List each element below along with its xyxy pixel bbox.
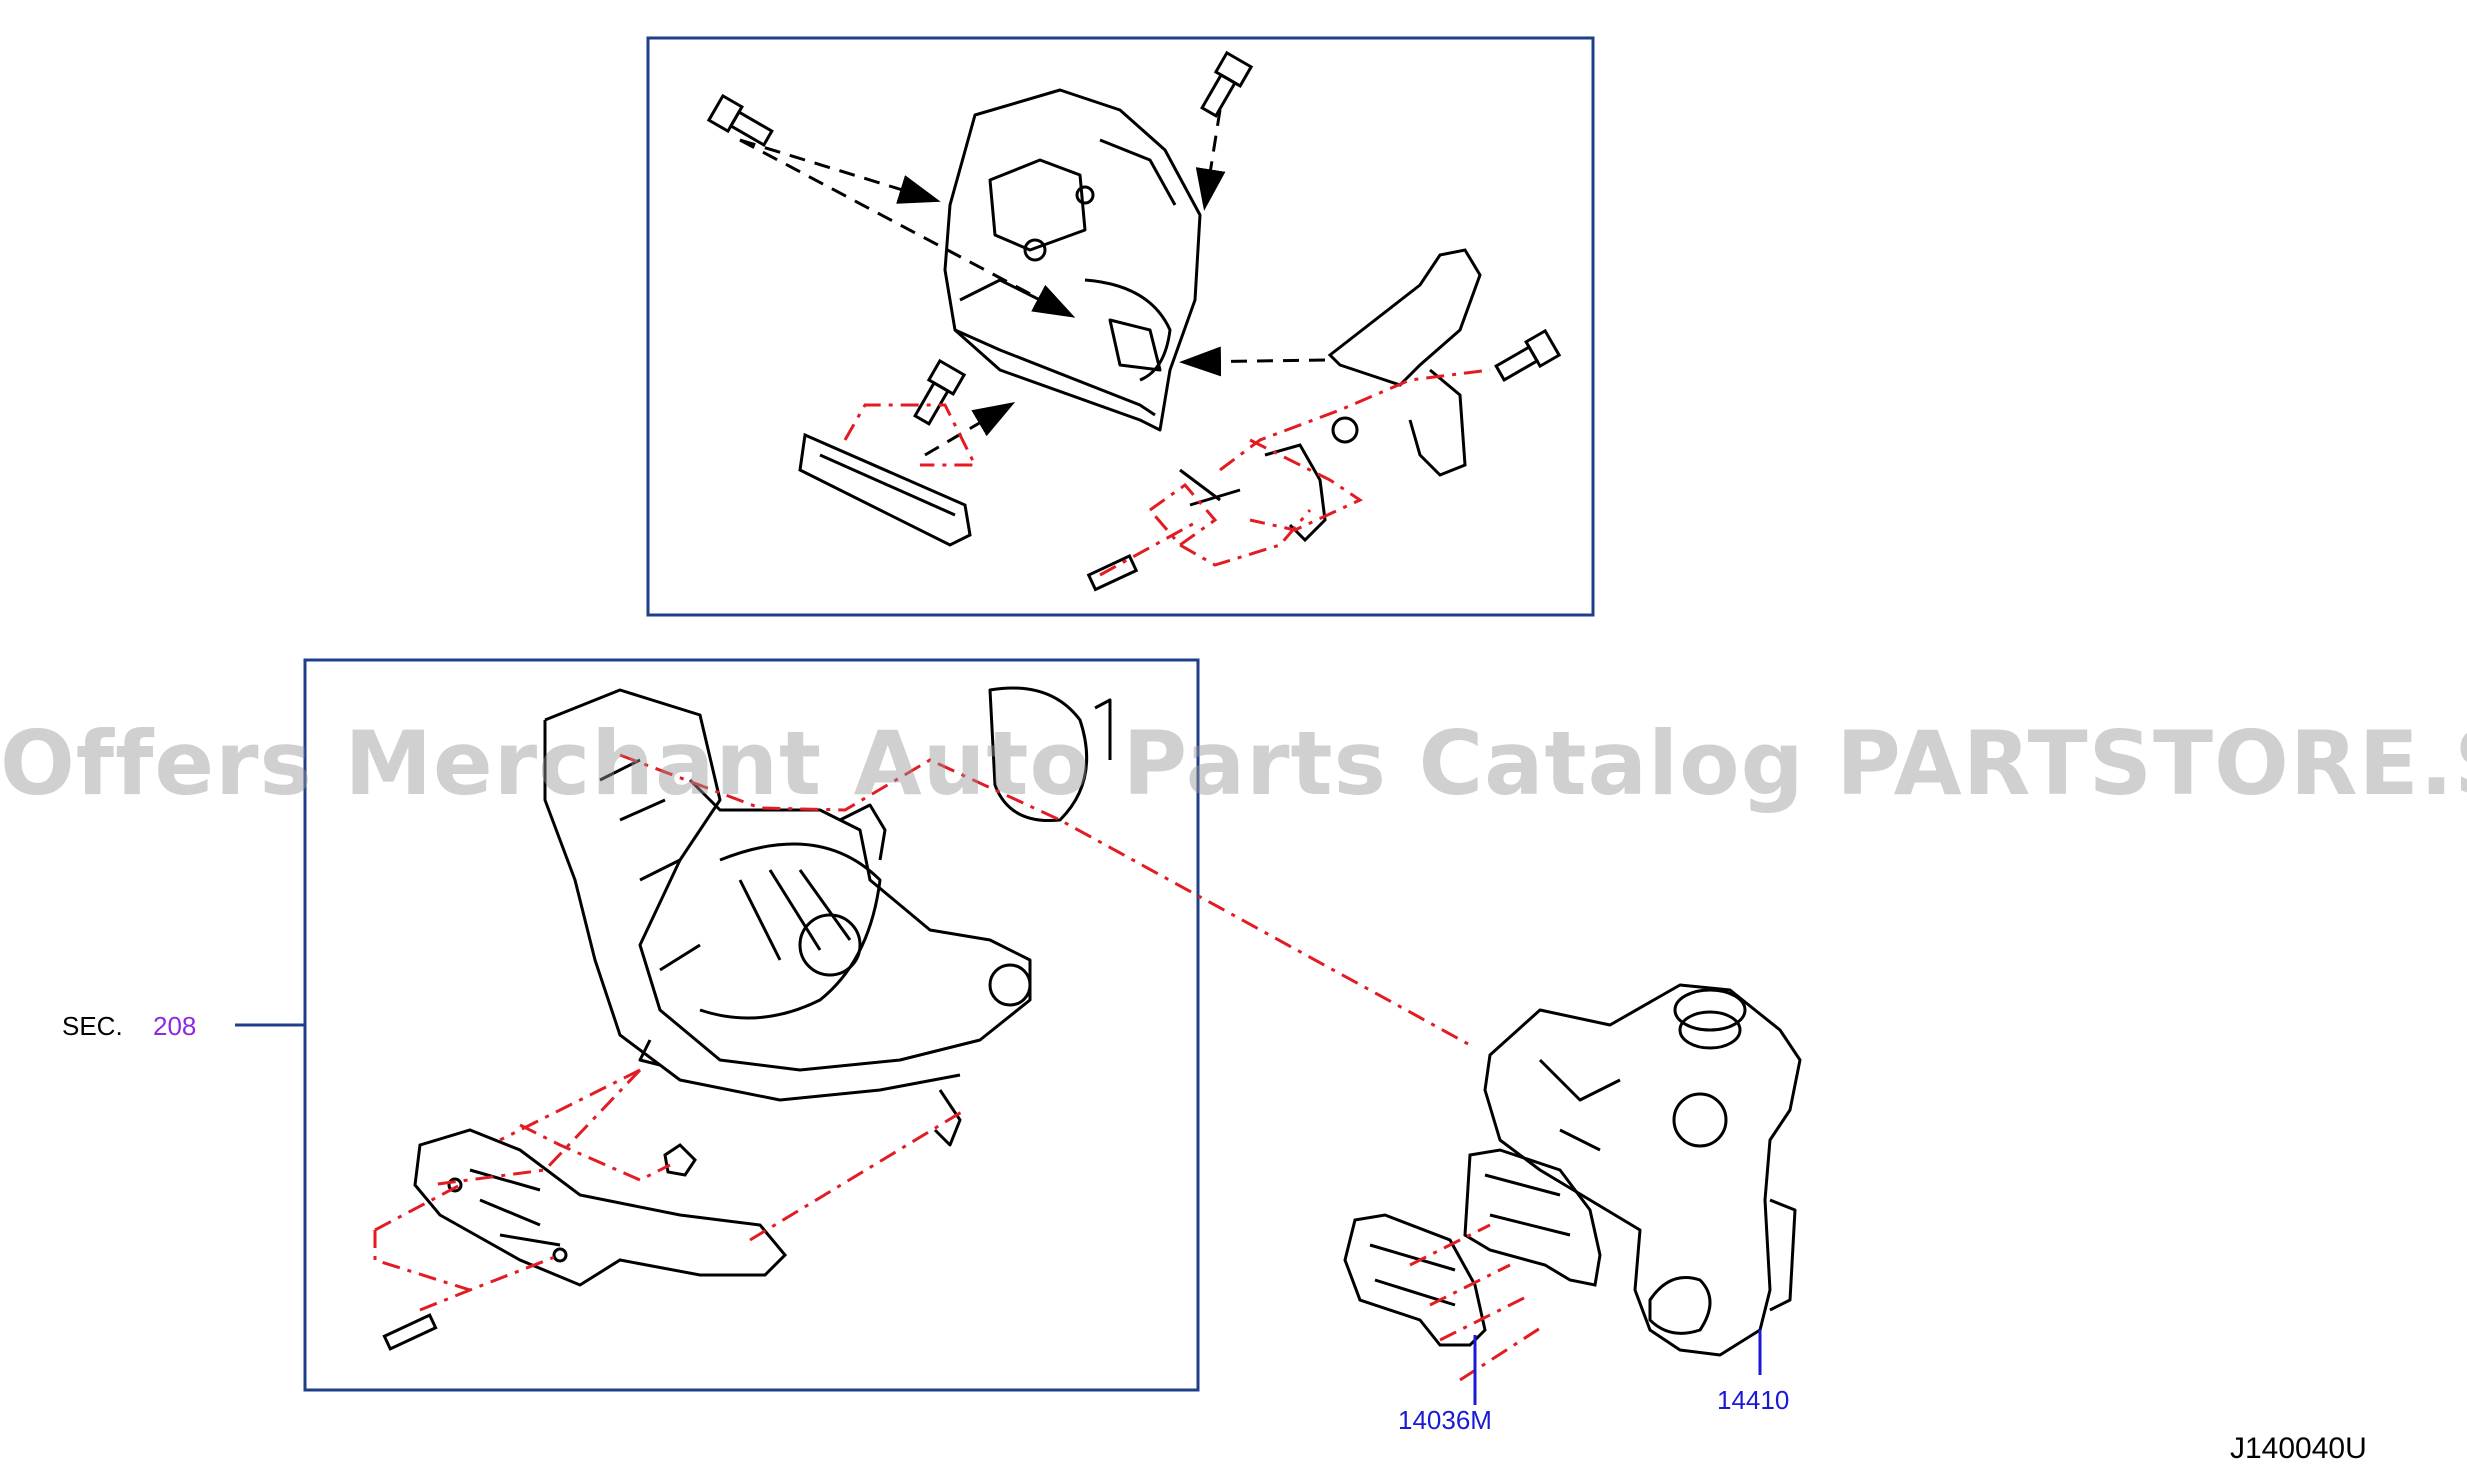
callout-lines-lower: [373, 753, 1471, 1312]
diagram-code: J140040U: [2230, 1432, 2367, 1465]
assembly-arrows: [739, 109, 1326, 457]
part-14036M-link[interactable]: 14036M: [1398, 1405, 1492, 1435]
part-14410-link[interactable]: 14410: [1717, 1385, 1790, 1415]
section-208-link[interactable]: 208: [153, 1011, 197, 1041]
heat-insulator-drawing: [943, 88, 1202, 432]
exhaust-manifold-drawing: [543, 686, 1112, 1147]
manifold-14410-drawing: [1483, 983, 1802, 1357]
gasket-drawing: [1343, 1148, 1602, 1347]
bolt-drawing: [706, 50, 1562, 426]
bracket-drawing: [1086, 248, 1482, 592]
upper-view-frame: [646, 36, 1595, 617]
section-prefix: SEC.: [62, 1011, 123, 1041]
heat-shield-lower-drawing: [382, 1128, 788, 1351]
stud-bar-drawing: [798, 432, 972, 547]
callout-lines-upper: [843, 368, 1491, 577]
lower-view-frame: [303, 658, 1200, 1392]
